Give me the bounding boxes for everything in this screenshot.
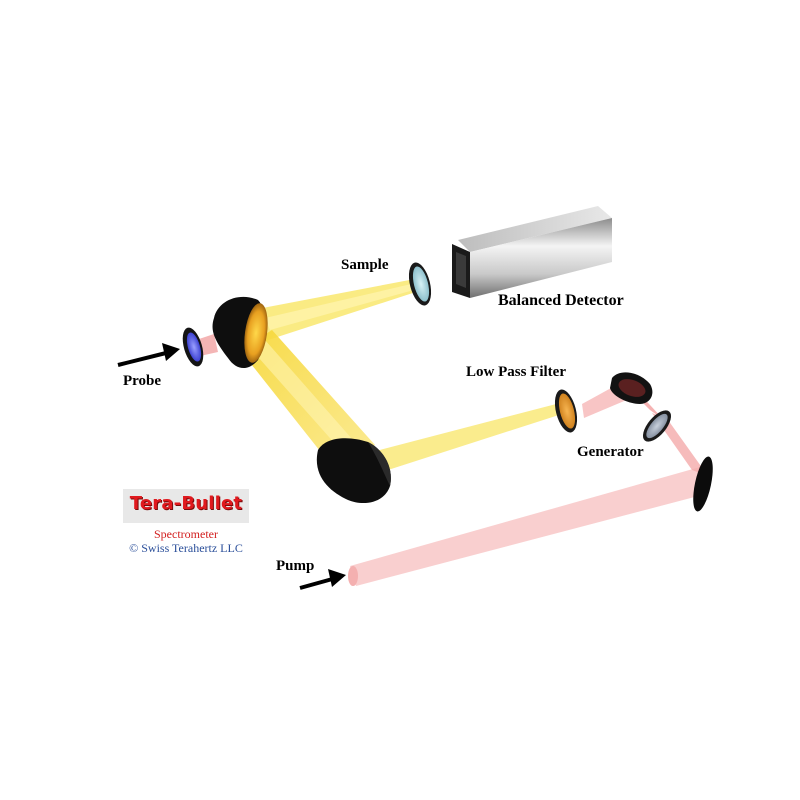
pump-beam xyxy=(348,380,708,586)
thz-beam xyxy=(240,278,562,470)
logo-subtitle: Spectrometer xyxy=(154,527,218,541)
low-pass-filter-label: Low Pass Filter xyxy=(466,364,566,380)
logo: Tera-Bullet xyxy=(123,489,249,523)
balanced-detector-label: Balanced Detector xyxy=(498,292,624,309)
low-pass-filter-optic xyxy=(554,389,578,433)
logo-title: Tera-Bullet xyxy=(129,493,243,514)
sample-label: Sample xyxy=(341,257,389,273)
pump-label: Pump xyxy=(276,558,315,574)
parabolic-mirror-bottom xyxy=(316,438,391,504)
copyright-text: © Swiss Terahertz LLC xyxy=(129,541,243,555)
probe-optic xyxy=(182,327,204,367)
probe-label: Probe xyxy=(123,373,162,389)
generator-label: Generator xyxy=(577,444,644,460)
parabolic-mirror-top xyxy=(212,296,268,369)
sample-optic xyxy=(408,262,432,306)
generator-optic xyxy=(610,372,672,442)
pump-arrow-icon xyxy=(299,569,346,590)
flat-mirror xyxy=(693,456,713,512)
balanced-detector xyxy=(452,206,612,298)
probe-arrow-icon xyxy=(117,343,180,367)
